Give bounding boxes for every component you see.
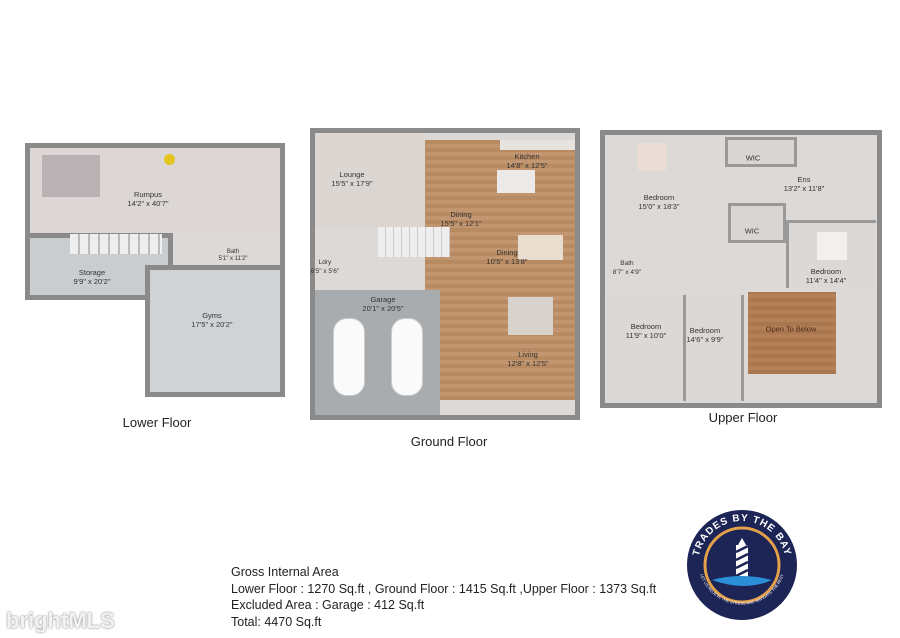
room-label: WIC <box>744 226 760 236</box>
bed <box>638 143 666 171</box>
room-label: WIC <box>745 153 761 163</box>
bright-mls-watermark: brightMLS <box>6 608 115 633</box>
floor-title: Upper Floor <box>708 410 778 425</box>
bed <box>817 232 847 260</box>
kitchen-island <box>497 170 535 193</box>
car <box>333 318 365 396</box>
area-floors: Lower Floor : 1270 Sq.ft , Ground Floor … <box>231 581 657 596</box>
svg-text:LET US RELIEVE THE STRESS AND: LET US RELIEVE THE STRESS AND NAVIGATE T… <box>699 573 784 606</box>
floor-title: Lower Floor <box>122 415 192 430</box>
staircase <box>70 234 162 254</box>
area-excluded: Excluded Area : Garage : 412 Sq.ft <box>231 598 425 612</box>
sofa <box>42 155 100 197</box>
wave-icon <box>712 576 772 586</box>
area-title: Gross Internal Area <box>231 565 339 579</box>
svg-text:TRADES BY THE BAY: TRADES BY THE BAY <box>691 513 793 557</box>
car <box>391 318 423 396</box>
staircase <box>378 227 450 257</box>
chair <box>164 154 175 165</box>
area-total: Total: 4470 Sq.ft <box>231 614 322 629</box>
sofa <box>508 297 553 335</box>
floor-title: Ground Floor <box>410 434 488 449</box>
dining-table <box>518 235 563 260</box>
area-summary: Gross Internal Area Lower Floor : 1270 S… <box>231 564 656 630</box>
room-label: Open To Below <box>765 324 817 334</box>
lighthouse-icon <box>736 545 748 577</box>
